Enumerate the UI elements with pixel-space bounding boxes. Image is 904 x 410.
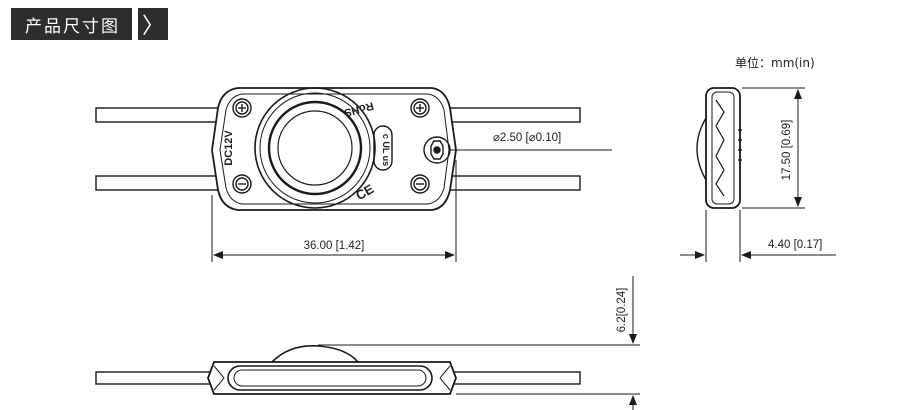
bottom-lens-dome [271, 345, 359, 363]
bottom-view [95, 276, 640, 410]
side-thickness-label: 4.40 [0.17] [768, 239, 822, 251]
section-header: 产品尺寸图 〉 [11, 8, 168, 40]
width-label: 36.00 [1.42] [304, 240, 365, 252]
side-body [705, 87, 741, 209]
voltage-mark: DC12V [223, 130, 235, 166]
svg-text:c UL us: c UL us [381, 134, 391, 166]
module-body [211, 87, 457, 211]
side-view [680, 87, 836, 262]
bottom-height-label: 6.2[0.24] [616, 288, 628, 333]
lens [254, 87, 376, 209]
screw-bottom-right [410, 174, 430, 194]
section-title: 产品尺寸图 [11, 8, 132, 40]
screw-bottom-left [232, 174, 252, 194]
unit-label: 单位：mm(in) [735, 56, 815, 70]
screw-top-left [232, 98, 252, 118]
chevron-right-icon[interactable]: 〉 [138, 8, 168, 40]
hole-diameter-label: ⌀2.50 [⌀0.10] [493, 132, 561, 144]
side-lens [696, 117, 707, 181]
ul-mark: c UL us [373, 125, 393, 171]
front-wires [95, 107, 581, 191]
front-view: c UL us [95, 87, 612, 262]
screw-top-right [410, 98, 430, 118]
side-height-label: 17.50 [0.69] [781, 120, 793, 181]
